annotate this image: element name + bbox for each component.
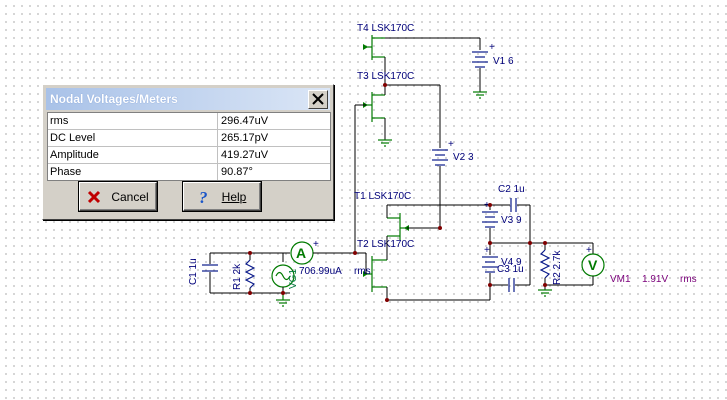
help-label: Help: [221, 189, 247, 204]
close-icon: [312, 93, 324, 105]
v4-label: V4 9: [501, 257, 522, 268]
ammeter-unit: rms: [354, 266, 371, 277]
vm-plus: +: [586, 245, 592, 256]
transistor-t2[interactable]: [363, 256, 387, 292]
battery-v3[interactable]: [482, 211, 498, 228]
ground-icon: [378, 139, 392, 147]
v2-label: V2 3: [453, 152, 474, 163]
table-row: DC Level 265.17pV: [48, 130, 330, 147]
values-table: rms 296.47uV DC Level 265.17pV Amplitude…: [47, 112, 331, 181]
ground-icon: [276, 293, 290, 307]
t3-label: T3 LSK170C: [357, 71, 414, 82]
ammeter-plus: +: [313, 239, 319, 250]
c2-label: C2 1u: [498, 184, 525, 195]
c1-label: C1 1u: [188, 258, 199, 285]
vg-label: VG1: [288, 269, 299, 289]
ammeter-letter: A: [296, 245, 306, 261]
red-x-icon: [88, 190, 101, 203]
c3-label: C3 1u: [497, 264, 524, 275]
table-row: rms 296.47uV: [48, 113, 330, 130]
dialog-titlebar[interactable]: Nodal Voltages/Meters: [46, 88, 330, 110]
question-mark-icon: ?: [199, 189, 208, 205]
voltmeter-letter: V: [588, 257, 598, 273]
capacitor-c2[interactable]: [510, 198, 517, 212]
t2-label: T2 LSK170C: [357, 239, 414, 250]
table-row: Phase 90.87°: [48, 164, 330, 180]
v4-plus: +: [484, 245, 490, 256]
row-label: rms: [48, 113, 218, 129]
row-label: DC Level: [48, 130, 218, 146]
v1-plus: +: [489, 42, 495, 53]
signal-generator-vg1[interactable]: [271, 264, 295, 288]
vm-label: VM1: [610, 274, 631, 285]
transistor-t3[interactable]: [363, 92, 385, 122]
v1-label: V1 6: [493, 56, 514, 67]
transistor-t1[interactable]: [387, 213, 409, 240]
help-button[interactable]: ? Help: [183, 182, 261, 211]
transistor-t4[interactable]: [363, 35, 385, 60]
voltmeter-vm1[interactable]: V: [581, 253, 605, 277]
ground-icon: [473, 91, 487, 99]
nodal-voltages-dialog[interactable]: Nodal Voltages/Meters rms 296.47uV DC Le…: [42, 84, 334, 220]
ammeter[interactable]: A: [290, 241, 314, 265]
resistor-r2[interactable]: [539, 249, 551, 279]
r1-label: R1 2k: [232, 263, 243, 290]
battery-v4[interactable]: [482, 256, 498, 273]
t4-label: T4 LSK170C: [357, 23, 414, 34]
ammeter-value: 706.99uA: [299, 266, 342, 277]
cancel-button[interactable]: Cancel: [79, 182, 157, 211]
vm-unit: rms: [680, 274, 697, 285]
battery-v2[interactable]: [432, 149, 448, 166]
close-button[interactable]: [308, 90, 328, 109]
row-value: 90.87°: [221, 166, 253, 178]
vm-value: 1.91V: [642, 274, 668, 285]
v3-plus: +: [484, 200, 490, 211]
table-row: Amplitude 419.27uV: [48, 147, 330, 164]
row-value: 419.27uV: [221, 149, 269, 161]
svg-text:?: ?: [199, 189, 208, 205]
dialog-title: Nodal Voltages/Meters: [50, 92, 178, 106]
t1-label: T1 LSK170C: [354, 191, 411, 202]
ground-icon: [538, 289, 552, 297]
v3-label: V3 9: [501, 215, 522, 226]
row-label: Amplitude: [48, 147, 218, 163]
junction-dots: [248, 83, 547, 302]
cancel-label: Cancel: [111, 189, 149, 204]
battery-v1[interactable]: [472, 51, 488, 68]
row-value: 265.17pV: [221, 132, 269, 144]
capacitor-c3[interactable]: [508, 278, 515, 292]
v2-plus: +: [448, 139, 454, 150]
capacitor-c1[interactable]: [202, 264, 218, 272]
r2-label: R2 2.7k: [552, 250, 563, 285]
resistor-r1[interactable]: [244, 259, 256, 289]
row-label: Phase: [48, 164, 218, 180]
row-value: 296.47uV: [221, 115, 269, 127]
